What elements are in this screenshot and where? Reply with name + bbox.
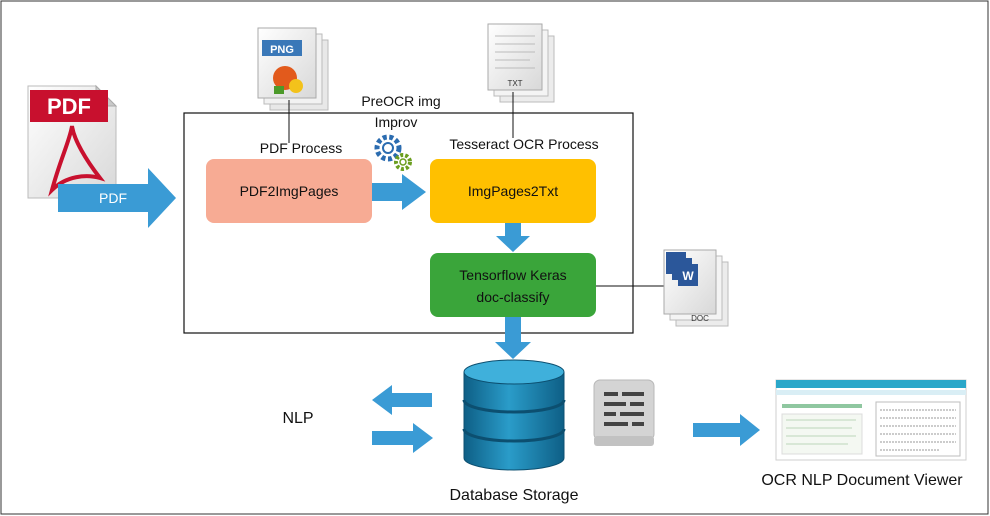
pdf-arrow-label: PDF (99, 190, 127, 206)
process-container (183, 112, 634, 334)
pdf2img-label: PDF2ImgPages (240, 183, 339, 199)
png-icon-label: PNG (270, 44, 294, 56)
img2txt-label: ImgPages2Txt (468, 183, 558, 199)
svg-text:W: W (682, 269, 694, 283)
pdf-document-icon: PDF (27, 84, 118, 199)
classify-to-db-arrow (495, 317, 531, 359)
nlp-label: NLP (282, 410, 313, 427)
nlp-in-arrow (372, 423, 433, 453)
tesseract-process-label: Tesseract OCR Process (449, 136, 598, 152)
txt-to-classify-arrow (496, 223, 530, 252)
nlp-out-arrow (372, 385, 432, 415)
pdf-input-arrow: PDF (58, 168, 176, 228)
classify-label-line1: Tensorflow Keras (459, 267, 566, 283)
word-document-icon: W DOC (663, 249, 729, 327)
database-storage-label: Database Storage (450, 487, 579, 504)
preocr-label-line2: Improv (375, 114, 418, 130)
txt-document-icon: TXT (487, 23, 555, 103)
png-image-icon: PNG (257, 27, 329, 111)
pdf-icon-label: PDF (47, 94, 91, 119)
img2txt-node (430, 159, 596, 223)
viewer-label: OCR NLP Document Viewer (761, 472, 963, 489)
database-icon (462, 359, 566, 471)
doc-icon-label: DOC (691, 314, 709, 323)
classify-label-line2: doc-classify (476, 289, 549, 305)
db-to-viewer-arrow (693, 414, 760, 446)
preocr-label-line1: PreOCR img (361, 93, 440, 109)
pdf2img-node (206, 159, 372, 223)
pdf-process-label: PDF Process (260, 140, 342, 156)
pdf-to-txt-arrow (372, 174, 426, 210)
txt-icon-label: TXT (507, 79, 522, 88)
document-viewer-screenshot-icon (775, 379, 967, 461)
gears-icon (374, 134, 412, 171)
text-document-icon (593, 379, 655, 446)
classify-node (430, 253, 596, 317)
